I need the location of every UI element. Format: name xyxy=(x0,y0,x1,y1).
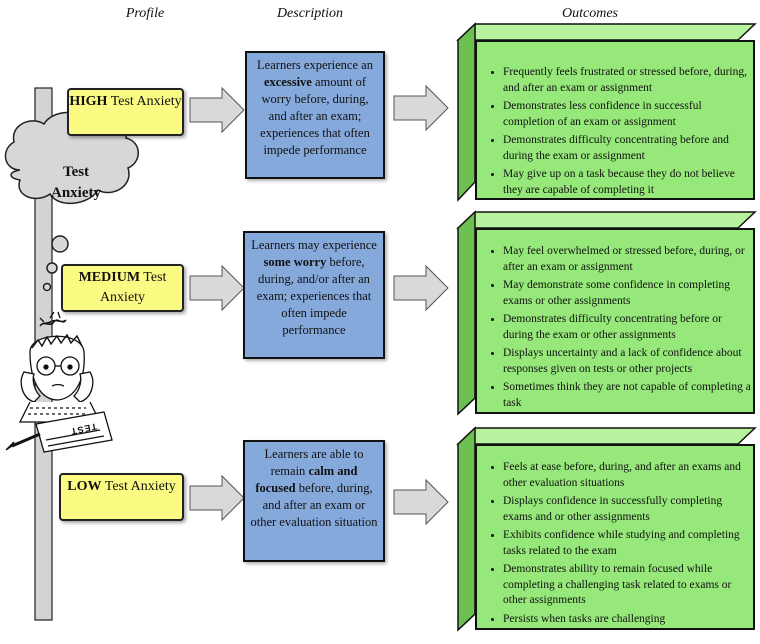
cloud-label-line1: Test xyxy=(62,164,90,180)
outcome-item: Displays confidence in successfully comp… xyxy=(503,494,753,525)
description-high-text-2: amount of worry before, during, and afte… xyxy=(260,75,370,157)
outcomes-box-low-front: Feels at ease before, during, and after … xyxy=(475,444,755,630)
outcome-item: Sometimes think they are not capable of … xyxy=(503,380,753,411)
outcome-item: Frequently feels frustrated or stressed … xyxy=(503,65,753,96)
profile-medium-level: MEDIUM xyxy=(78,270,141,285)
outcome-item: Demonstrates less confidence in successf… xyxy=(503,99,753,130)
outcomes-list-high: Frequently feels frustrated or stressed … xyxy=(477,65,753,198)
outcomes-box-medium-front: May feel overwhelmed or stressed before,… xyxy=(475,228,755,414)
profile-high-level: HIGH xyxy=(69,94,108,109)
description-low-emphasis: calm and focused xyxy=(255,464,358,495)
outcome-item: May feel overwhelmed or stressed before,… xyxy=(503,244,753,275)
outcome-item: Persists when tasks are challenging xyxy=(503,612,753,628)
profile-high: HIGH Test Anxiety xyxy=(67,88,184,136)
outcome-item: May demonstrate some confidence in compl… xyxy=(503,278,753,309)
description-medium-emphasis: some worry xyxy=(263,255,327,269)
outcome-item: Demonstrates ability to remain focused w… xyxy=(503,562,753,609)
description-low: Learners are able to remain calm and foc… xyxy=(243,440,385,562)
outcome-item: Demonstrates difficulty concentrating be… xyxy=(503,133,753,164)
profile-low-level: LOW xyxy=(67,479,102,494)
description-low-text-2: before, during, and after an exam or oth… xyxy=(250,481,378,529)
outcomes-column-header: Outcomes xyxy=(562,6,618,21)
arrow-description-to-outcomes-medium xyxy=(393,264,449,312)
outcome-item: Displays uncertainty and a lack of confi… xyxy=(503,346,753,377)
profile-column-header: Profile xyxy=(125,6,165,21)
outcome-item: Demonstrates difficulty concentrating be… xyxy=(503,312,753,343)
description-low-text-1: Learners are able to remain xyxy=(264,447,364,478)
description-high-emphasis: excessive xyxy=(263,75,312,89)
cloud-label: Test Anxiety xyxy=(28,162,124,204)
profile-medium: MEDIUM Test Anxiety xyxy=(61,264,184,312)
anxious-student-illustration xyxy=(5,311,113,453)
profile-low: LOW Test Anxiety xyxy=(59,473,184,521)
outcomes-list-medium: May feel overwhelmed or stressed before,… xyxy=(477,244,753,411)
outcomes-box-low-3d xyxy=(456,426,757,632)
description-medium-text-1: Learners may experience xyxy=(251,238,377,252)
description-medium-text-2: before, during, and/or after an exam; ex… xyxy=(256,255,372,337)
outcome-item: Exhibits confidence while studying and c… xyxy=(503,528,753,559)
outcomes-box-high-front: Frequently feels frustrated or stressed … xyxy=(475,40,755,200)
arrow-profile-to-description-low xyxy=(189,474,245,522)
description-medium: Learners may experience some worry befor… xyxy=(243,231,385,359)
arrow-description-to-outcomes-low xyxy=(393,478,449,526)
outcome-item: May give up on a task because they do no… xyxy=(503,167,753,198)
outcomes-box-medium-3d xyxy=(456,210,757,416)
description-column-header: Description xyxy=(276,6,344,21)
description-high: Learners experience an excessive amount … xyxy=(245,51,385,179)
profile-medium-label: Test Anxiety xyxy=(99,270,167,305)
arrow-description-to-outcomes-high xyxy=(393,84,449,132)
outcomes-list-low: Feels at ease before, during, and after … xyxy=(477,460,753,627)
arrow-profile-to-description-high xyxy=(189,86,245,134)
arrow-profile-to-description-medium xyxy=(189,264,245,312)
outcome-item: Feels at ease before, during, and after … xyxy=(503,460,753,491)
profile-high-label: Test Anxiety xyxy=(107,94,182,109)
profile-low-label: Test Anxiety xyxy=(101,479,176,494)
cloud-label-line2: Anxiety xyxy=(51,185,101,201)
description-high-text-1: Learners experience an xyxy=(257,58,373,72)
